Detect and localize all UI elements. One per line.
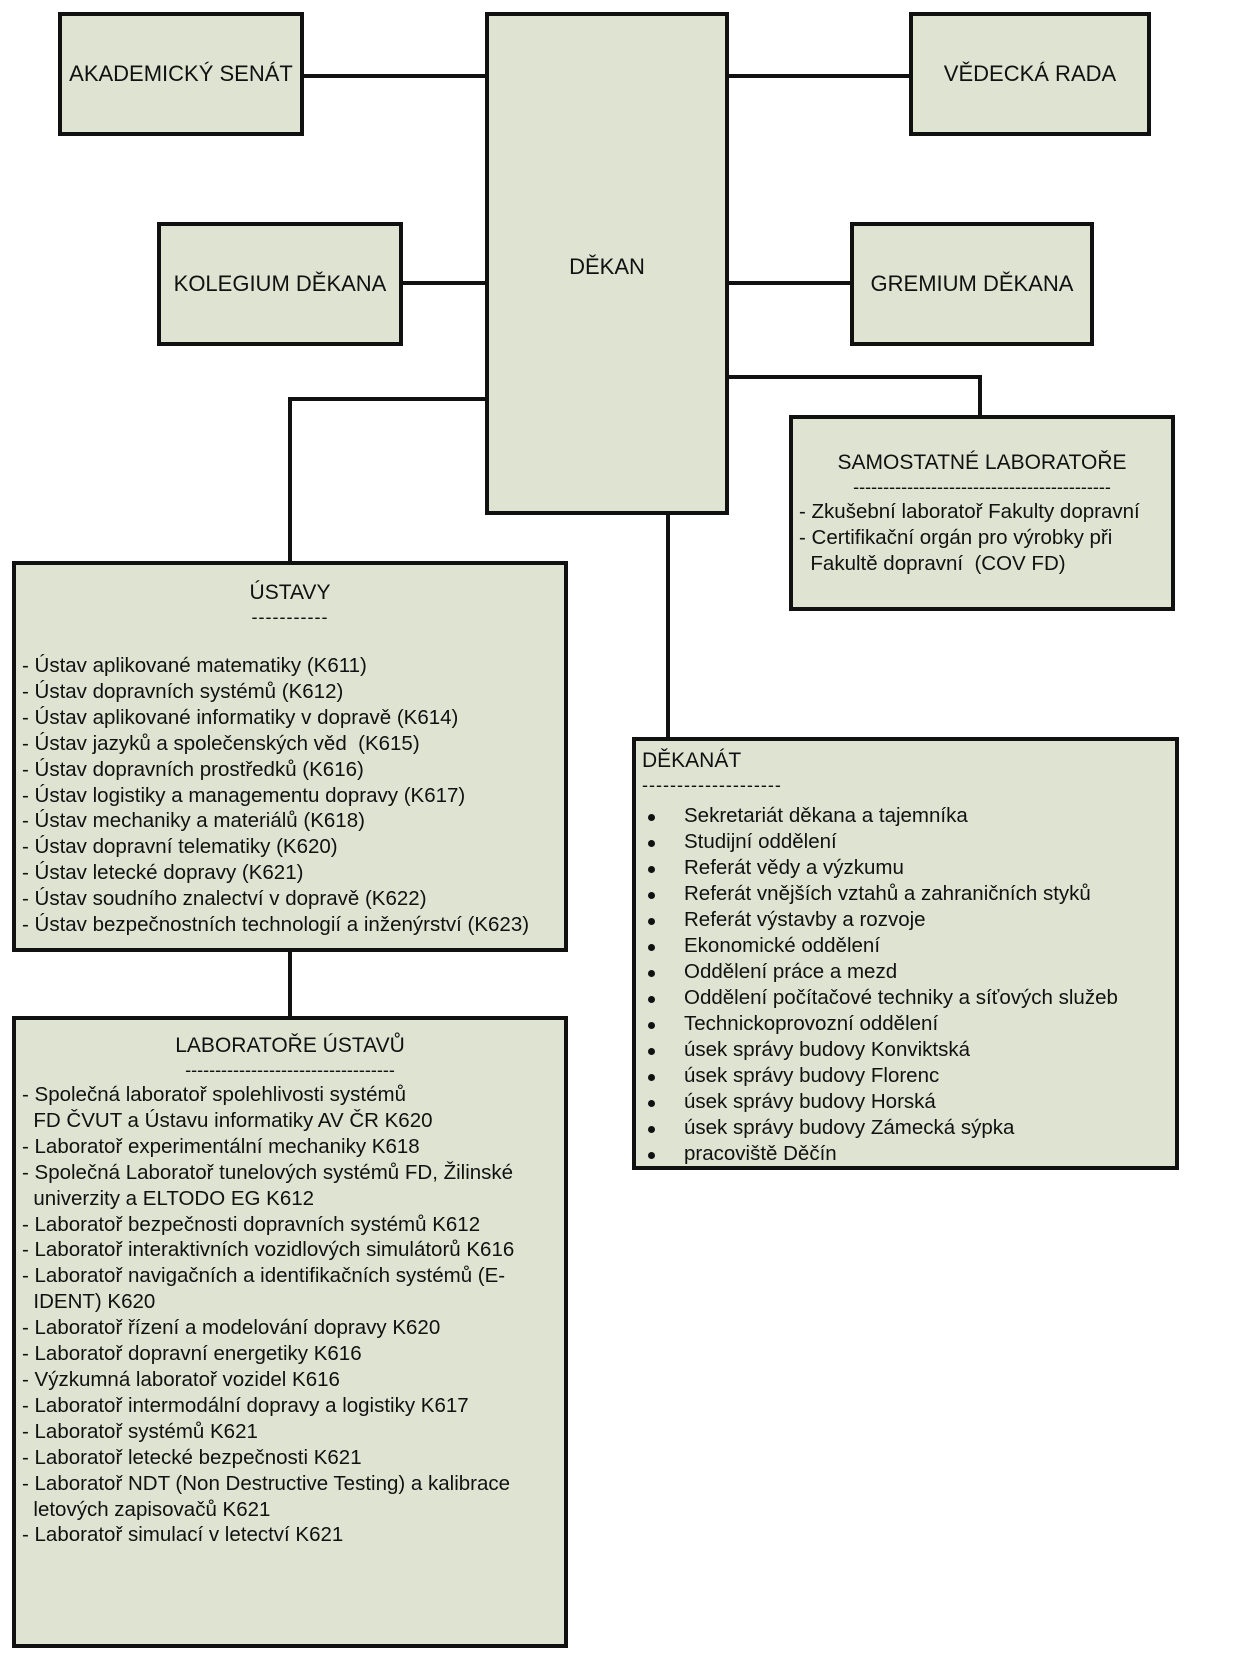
list-item: pracoviště Děčín: [636, 1141, 1175, 1167]
bullet-icon: [648, 1074, 655, 1081]
list-item: - Ústav aplikované matematiky (K611): [22, 654, 367, 677]
list-item: - Laboratoř bezpečnosti dopravních systé…: [22, 1212, 481, 1236]
dekanat-title: DĚKANÁT: [642, 749, 742, 772]
ustavy-list: - Ústav aplikované matematiky (K611) - Ú…: [16, 653, 564, 938]
list-item: - Laboratoř dopravní energetiky K616: [22, 1342, 362, 1366]
list-item: univerzity a ELTODO EG K612: [22, 1186, 315, 1210]
bullet-icon: [648, 1048, 655, 1055]
list-item: - Ústav mechaniky a materiálů (K618): [22, 809, 365, 833]
list-item: - Ústav soudního znalectví v dopravě (K6…: [22, 887, 427, 911]
laboratore-ustavu-list: - Společná laboratoř spolehlivosti systé…: [16, 1082, 564, 1548]
list-item: - Ústav bezpečnostních technologií a inž…: [22, 913, 530, 937]
vedecka-rada-box: VĚDECKÁ RADA: [909, 12, 1151, 136]
list-item: - Ústav dopravních prostředků (K616): [22, 757, 364, 781]
list-item: - Laboratoř letecké bezpečnosti K621: [22, 1445, 362, 1469]
connector-ustavy-laboratore: [288, 949, 292, 1018]
bullet-icon: [648, 892, 655, 899]
connector-senat-dekan: [302, 74, 490, 78]
bullet-icon: [648, 970, 655, 977]
connector-dekan-samostatne-h: [725, 375, 980, 379]
connector-dekan-rada: [725, 74, 912, 78]
dekanat-list: Sekretariát děkana a tajemníka Studijní …: [636, 803, 1175, 1167]
bullet-icon: [648, 944, 655, 951]
list-item: - Laboratoř experimentální mechaniky K61…: [22, 1134, 420, 1158]
list-item: letových zapisovačů K621: [22, 1497, 271, 1521]
list-item: - Laboratoř NDT (Non Destructive Testing…: [22, 1471, 511, 1495]
ustavy-title: ÚSTAVY: [249, 581, 331, 604]
list-item: IDENT) K620: [22, 1290, 156, 1314]
samostatne-laboratore-title: SAMOSTATNÉ LABORATOŘE: [837, 451, 1127, 474]
list-item: Technickoprovozní oddělení: [636, 1011, 1175, 1037]
dekan-label: DĚKAN: [569, 254, 645, 279]
list-item: - Laboratoř řízení a modelování dopravy …: [22, 1316, 441, 1340]
gremium-dekana-box: GREMIUM DĚKANA: [850, 222, 1094, 346]
list-item: úsek správy budovy Zámecká sýpka: [636, 1115, 1175, 1141]
samostatne-laboratore-separator: ----------------------------------------…: [853, 477, 1111, 497]
list-item: - Společná laboratoř spolehlivosti systé…: [22, 1083, 406, 1106]
list-item: Fakultě dopravní (COV FD): [799, 552, 1066, 575]
list-item: Referát vnějších vztahů a zahraničních s…: [636, 881, 1175, 907]
laboratore-ustavu-separator: -----------------------------------: [185, 1060, 395, 1080]
list-item: - Ústav logistiky a managementu dopravy …: [22, 783, 466, 807]
list-item: - Certifikační orgán pro výrobky při: [799, 526, 1113, 549]
bullet-icon: [648, 918, 655, 925]
connector-dekan-ustavy-v: [288, 397, 292, 563]
list-item: Sekretariát děkana a tajemníka: [636, 803, 1175, 829]
connector-dekan-gremium: [725, 281, 853, 285]
list-item: Studijní oddělení: [636, 829, 1175, 855]
list-item: - Výzkumná laboratoř vozidel K616: [22, 1367, 340, 1391]
list-item: - Laboratoř navigačních a identifikačníc…: [22, 1264, 506, 1288]
laboratore-ustavu-box: LABORATOŘE ÚSTAVŮ ----------------------…: [12, 1016, 568, 1648]
list-item: Ekonomické oddělení: [636, 933, 1175, 959]
bullet-icon: [648, 840, 655, 847]
list-item: úsek správy budovy Florenc: [636, 1063, 1175, 1089]
samostatne-laboratore-box: SAMOSTATNÉ LABORATOŘE ------------------…: [789, 415, 1175, 611]
bullet-icon: [648, 1022, 655, 1029]
dekanat-box: DĚKANÁT -------------------- Sekretariát…: [632, 737, 1179, 1170]
list-item: Referát výstavby a rozvoje: [636, 907, 1175, 933]
connector-dekan-dekanat: [666, 512, 670, 740]
gremium-dekana-label: GREMIUM DĚKANA: [870, 271, 1074, 296]
list-item: - Laboratoř intermodální dopravy a logis…: [22, 1393, 469, 1417]
list-item: Oddělení práce a mezd: [636, 959, 1175, 985]
list-item: - Společná Laboratoř tunelových systémů …: [22, 1160, 514, 1184]
akademicky-senat-label: AKADEMICKÝ SENÁT: [69, 61, 293, 86]
list-item: - Laboratoř simulací v letectví K621: [22, 1523, 344, 1547]
list-item: úsek správy budovy Horská: [636, 1089, 1175, 1115]
list-item: - Ústav letecké dopravy (K621): [22, 861, 304, 885]
akademicky-senat-box: AKADEMICKÝ SENÁT: [58, 12, 304, 136]
list-item: - Zkušební laboratoř Fakulty dopravní: [799, 500, 1140, 523]
list-item: - Laboratoř interaktivních vozidlových s…: [22, 1238, 515, 1262]
vedecka-rada-label: VĚDECKÁ RADA: [943, 61, 1117, 86]
list-item: - Ústav aplikované informatiky v dopravě…: [22, 705, 459, 729]
list-item: Oddělení počítačové techniky a síťových …: [636, 985, 1175, 1011]
bullet-icon: [648, 1152, 655, 1159]
kolegium-dekana-box: KOLEGIUM DĚKANA: [157, 222, 403, 346]
bullet-icon: [648, 1100, 655, 1107]
bullet-icon: [648, 996, 655, 1003]
list-item: - Ústav jazyků a společenských věd (K615…: [22, 731, 420, 755]
kolegium-dekana-label: KOLEGIUM DĚKANA: [173, 271, 387, 296]
list-item: úsek správy budovy Konviktská: [636, 1037, 1175, 1063]
laboratore-ustavu-title: LABORATOŘE ÚSTAVŮ: [175, 1034, 405, 1057]
dekanat-separator: --------------------: [642, 775, 782, 795]
bullet-icon: [648, 1126, 655, 1133]
list-item: FD ČVUT a Ústavu informatiky AV ČR K620: [22, 1108, 433, 1132]
samostatne-laboratore-list: - Zkušební laboratoř Fakulty dopravní - …: [793, 499, 1171, 577]
bullet-icon: [648, 866, 655, 873]
connector-kolegium-dekan: [401, 281, 490, 285]
connector-dekan-ustavy-h: [290, 397, 490, 401]
list-item: Referát vědy a výzkumu: [636, 855, 1175, 881]
dekan-box: DĚKAN: [485, 12, 729, 515]
ustavy-separator: -----------: [251, 607, 329, 627]
list-item: - Laboratoř systémů K621: [22, 1419, 258, 1443]
list-item: - Ústav dopravních systémů (K612): [22, 679, 344, 703]
ustavy-box: ÚSTAVY ----------- - Ústav aplikované ma…: [12, 561, 568, 952]
list-item: - Ústav dopravní telematiky (K620): [22, 835, 338, 859]
bullet-icon: [648, 814, 655, 821]
connector-dekan-samostatne-v: [978, 375, 982, 418]
